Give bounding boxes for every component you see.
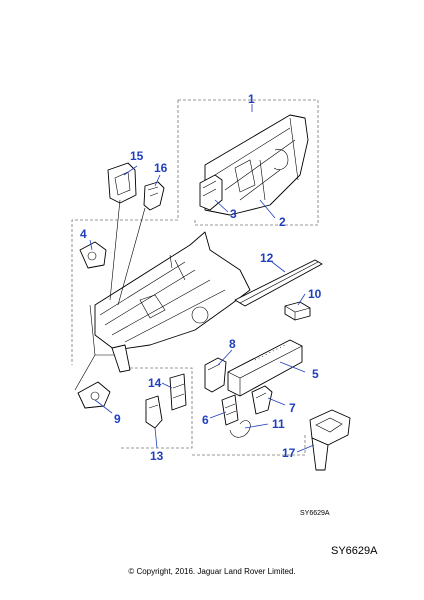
- callout-6: 6: [202, 413, 209, 427]
- part-5-beam: [227, 339, 303, 397]
- part-6-bracket: [221, 394, 239, 426]
- part-7-bracket: [251, 385, 273, 415]
- group-frame-right: [192, 435, 306, 456]
- callout-4: 4: [80, 227, 87, 241]
- callout-7: 7: [289, 401, 296, 415]
- group-frame-main: [71, 100, 179, 365]
- callout-14: 14: [148, 376, 162, 390]
- part-10-bracket: [284, 301, 311, 321]
- part-12-rail: [234, 259, 323, 307]
- part-upper-side-member: [204, 114, 309, 216]
- part-16-bracket: [143, 181, 165, 211]
- callout-10: 10: [308, 287, 322, 301]
- part-4-plate: [79, 241, 107, 269]
- callout-9: 9: [114, 412, 121, 426]
- callout-2: 2: [279, 215, 286, 229]
- diagram-reference: SY6629A: [331, 545, 378, 557]
- copyright-notice: © Copyright, 2016. Jaguar Land Rover Lim…: [128, 567, 296, 576]
- group-frame-1: [178, 99, 319, 226]
- callout-leaders: [89, 104, 315, 453]
- part-15-bracket: [107, 162, 137, 204]
- callout-1: 1: [248, 92, 255, 106]
- part-13-bracket: [145, 395, 163, 429]
- callout-12: 12: [260, 251, 274, 265]
- part-9-plate: [77, 381, 111, 409]
- diagram-reference-small: SY6629A: [300, 510, 330, 517]
- part-8-bracket: [204, 357, 227, 393]
- callout-3: 3: [230, 207, 237, 221]
- part-11-strap: [229, 420, 251, 438]
- callout-8: 8: [229, 337, 236, 351]
- callout-11: 11: [272, 417, 285, 431]
- callout-5: 5: [312, 367, 319, 381]
- callout-15: 15: [130, 149, 144, 163]
- part-17-bracket: [309, 409, 351, 471]
- group-frame-13: [120, 367, 193, 449]
- callout-13: 13: [150, 449, 164, 463]
- callout-17: 17: [282, 446, 296, 460]
- part-14-plate: [169, 373, 187, 411]
- part-main-assembly: [89, 231, 251, 373]
- callout-16: 16: [154, 161, 168, 175]
